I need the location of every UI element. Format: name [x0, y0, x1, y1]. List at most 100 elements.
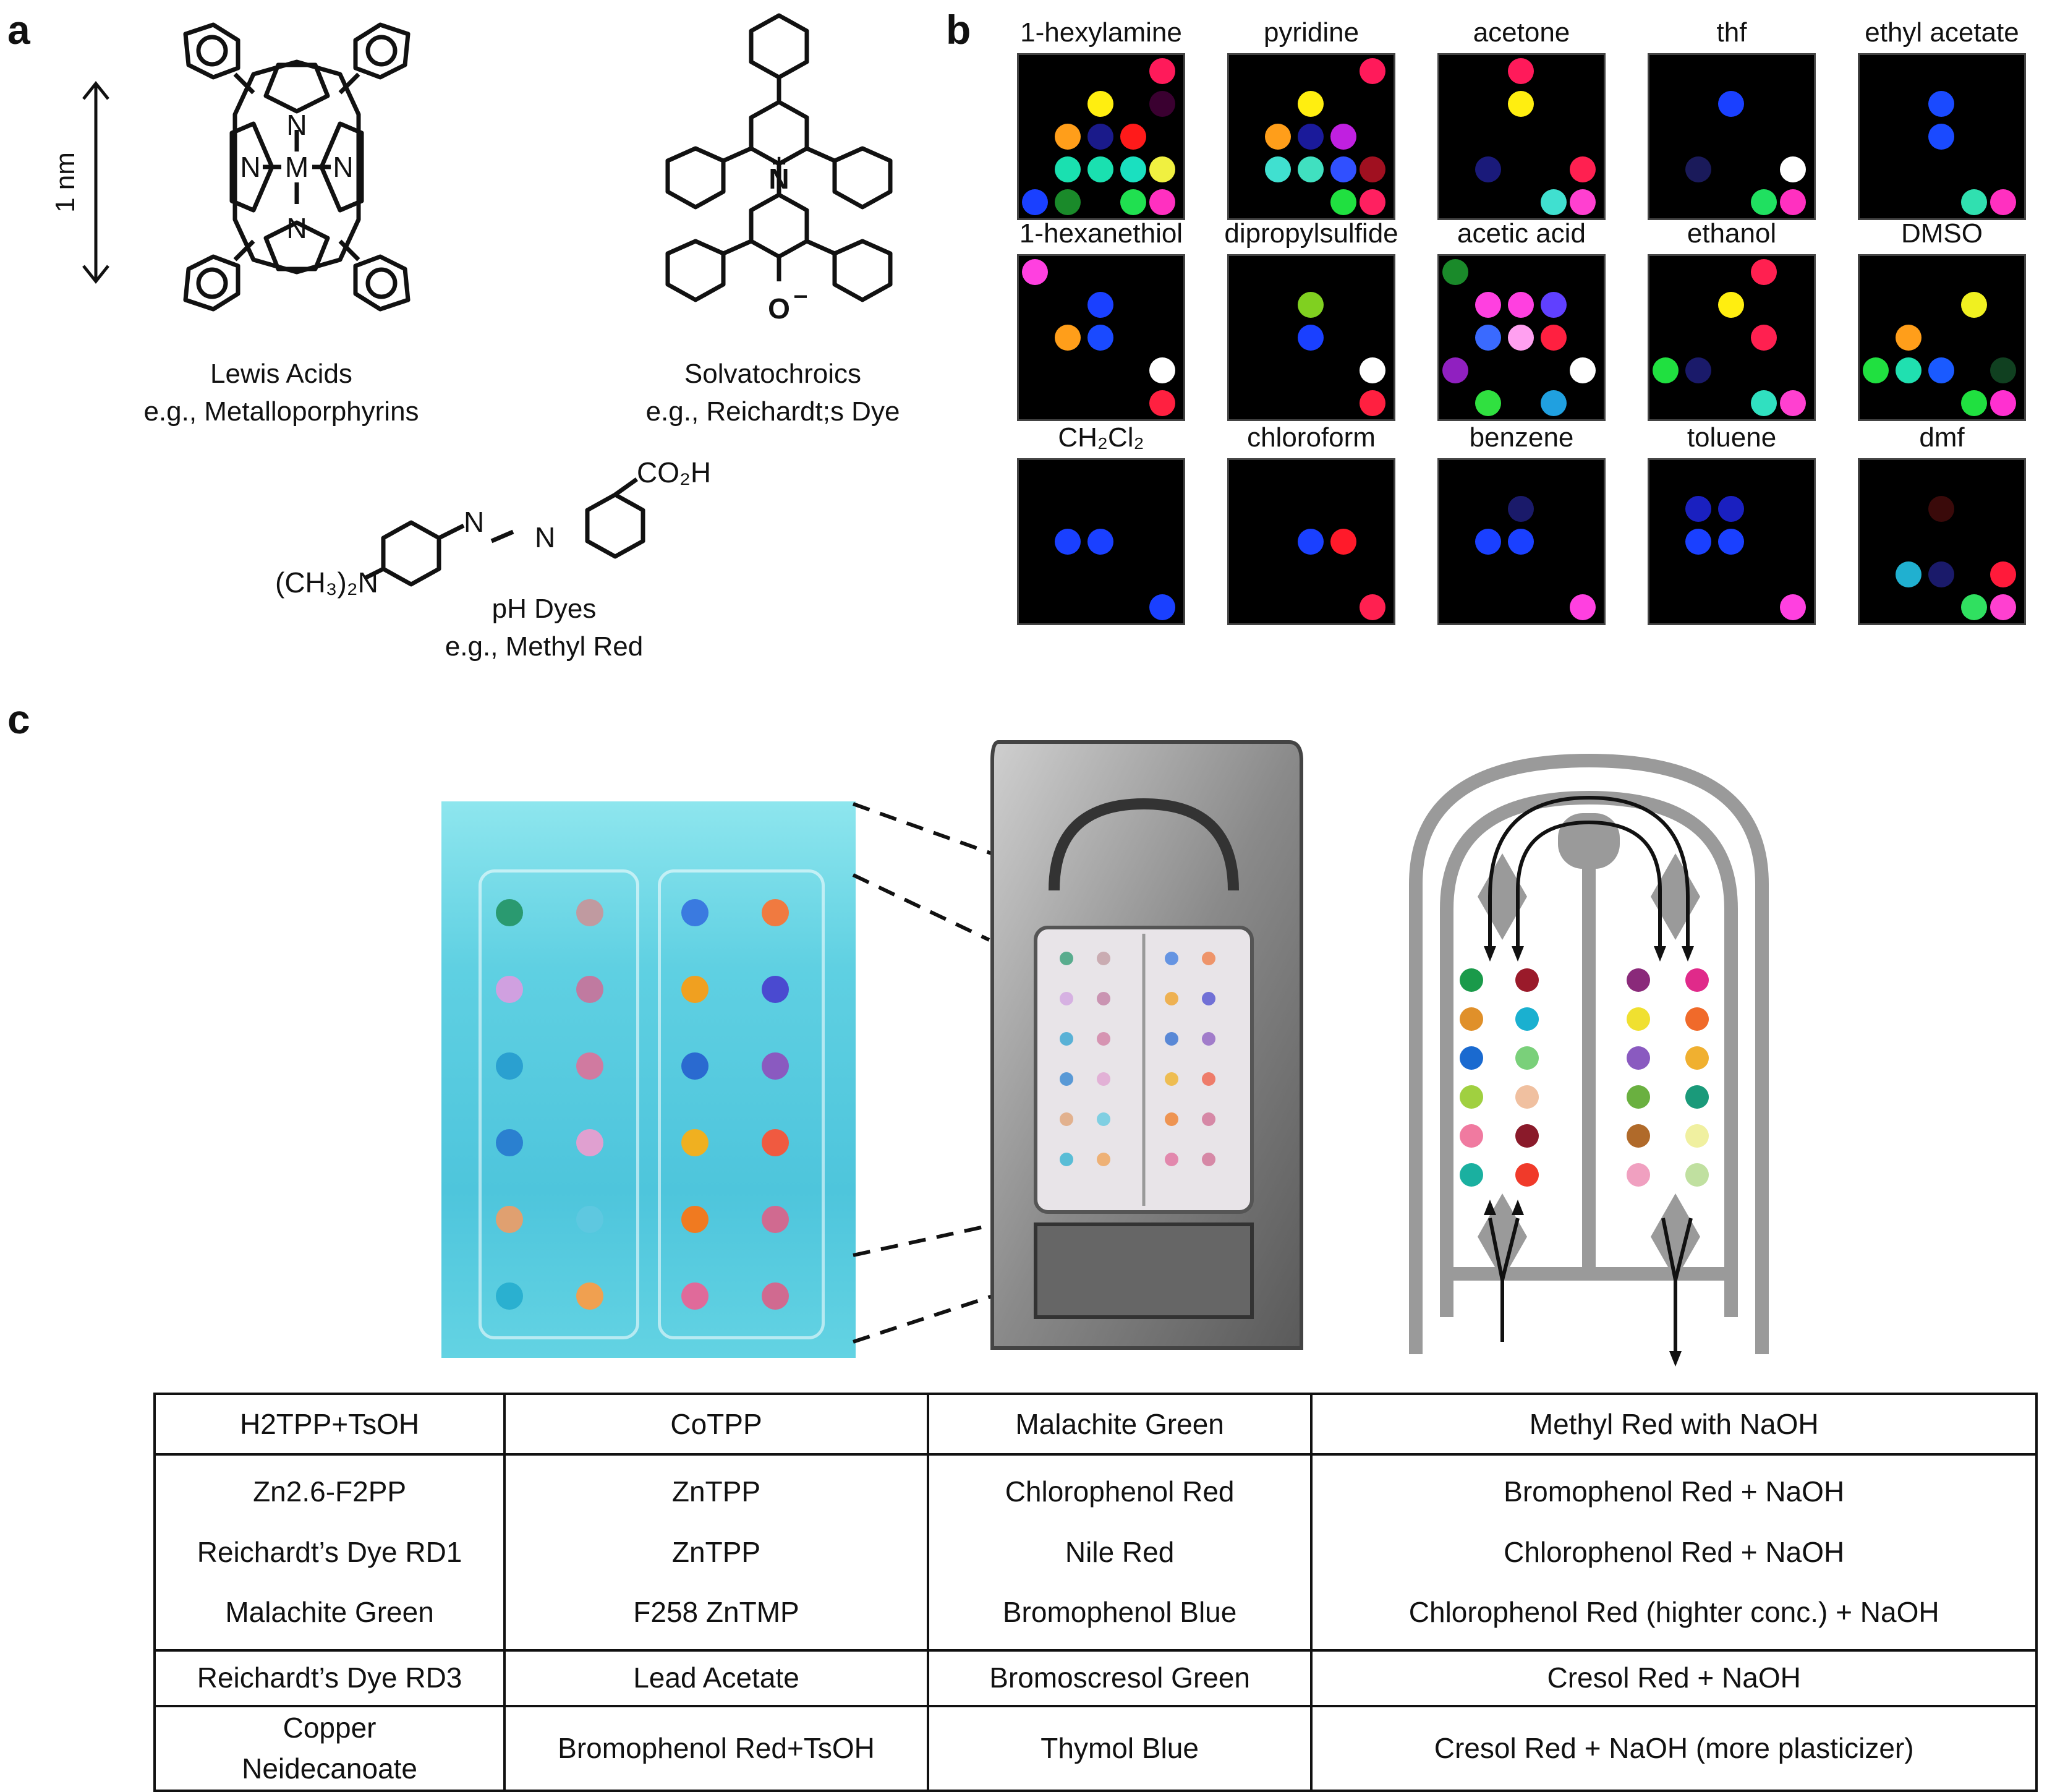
color-change-dot: [1120, 189, 1146, 215]
solvent-label: pyridine: [1263, 17, 1360, 48]
device-spot: [1202, 952, 1215, 965]
porphyrin-structure: N N N N M: [183, 22, 411, 312]
ph-dyes-line2: e.g., Methyl Red: [445, 631, 644, 662]
color-change-dot: [1685, 496, 1712, 523]
solvent-difference-map: [1858, 53, 2026, 220]
color-change-dot: [1298, 124, 1324, 150]
solvent-difference-map: [1227, 53, 1395, 220]
reichardt-plus: +: [772, 150, 786, 177]
color-change-dot: [1928, 496, 1954, 523]
color-change-dot: [1750, 189, 1777, 215]
color-change-dot: [1475, 390, 1502, 416]
color-change-dot: [1508, 529, 1534, 555]
color-change-dot: [1149, 91, 1176, 117]
color-change-dot: [1087, 124, 1113, 150]
solvent-difference-map: [1017, 53, 1185, 220]
color-change-dot: [1330, 189, 1356, 215]
color-change-dot: [1360, 390, 1386, 416]
color-change-dot: [1653, 357, 1679, 383]
table-cell-line: Lead Acetate: [633, 1662, 799, 1694]
table-cell: Cresol Red + NaOH (more plasticizer): [1310, 1704, 2038, 1792]
solvent-label: chloroform: [1247, 422, 1376, 453]
color-change-dot: [1149, 156, 1176, 182]
solvent-difference-map: [1227, 254, 1395, 421]
photo-spot: [496, 1052, 523, 1080]
color-change-dot: [1508, 58, 1534, 85]
solvent-label: dmf: [1919, 422, 1965, 453]
schematic-spot: [1515, 1163, 1539, 1187]
table-cell-line: Cresol Red + NaOH: [1547, 1662, 1801, 1694]
color-change-dot: [1928, 91, 1954, 117]
ph-dyes-line1: pH Dyes: [492, 594, 597, 624]
color-change-dot: [1087, 325, 1113, 351]
table-cell: Bromoscresol Green: [926, 1649, 1313, 1707]
color-change-dot: [1780, 594, 1807, 620]
photo-spot: [576, 1206, 603, 1233]
color-change-dot: [1718, 529, 1744, 555]
table-cell-line: Reichardt’s Dye RD1: [197, 1535, 462, 1568]
color-change-dot: [1990, 357, 2017, 383]
color-change-dot: [1896, 561, 1922, 587]
solvatochroics-line1: Solvatochroics: [684, 359, 862, 389]
schematic-spot: [1685, 1046, 1709, 1070]
device-spot: [1202, 1072, 1215, 1086]
photo-spot: [681, 899, 709, 926]
device-spot: [1060, 1153, 1073, 1166]
schematic-spot: [1627, 1124, 1650, 1148]
methyl-red-acid: CO₂H: [637, 456, 711, 489]
color-change-dot: [1055, 156, 1081, 182]
solvent-label: acetic acid: [1457, 218, 1586, 249]
color-change-dot: [1508, 325, 1534, 351]
photo-lane-left: [479, 869, 639, 1339]
solvent-difference-map: [1648, 53, 1816, 220]
color-change-dot: [1508, 91, 1534, 117]
photo-spot: [762, 976, 789, 1003]
table-cell-line: Chlorophenol Red: [1005, 1475, 1235, 1508]
color-change-dot: [1087, 91, 1113, 117]
solvent-label: benzene: [1469, 422, 1574, 453]
photo-spot: [681, 1206, 709, 1233]
solvent-difference-map: [1017, 254, 1185, 421]
color-change-dot: [1360, 594, 1386, 620]
photo-spot: [496, 1206, 523, 1233]
table-cell-line: Thymol Blue: [1041, 1731, 1199, 1764]
table-cell: H2TPP+TsOH: [153, 1393, 506, 1456]
color-change-dot: [1570, 189, 1596, 215]
color-change-dot: [1330, 124, 1356, 150]
table-cell-line: Reichardt’s Dye RD3: [197, 1662, 462, 1694]
photo-lane-right: [658, 869, 825, 1339]
color-change-dot: [1475, 292, 1502, 318]
schematic-spot: [1627, 968, 1650, 992]
color-change-dot: [1750, 259, 1777, 286]
color-change-dot: [1087, 156, 1113, 182]
color-change-dot: [1540, 390, 1567, 416]
solvent-label: ethyl acetate: [1865, 17, 2019, 48]
color-change-dot: [1780, 189, 1807, 215]
photo-spot: [681, 1129, 709, 1156]
color-change-dot: [1298, 156, 1324, 182]
porphyrin-n-top: N: [286, 109, 307, 141]
color-change-dot: [1896, 357, 1922, 383]
color-change-dot: [1055, 325, 1081, 351]
solvent-label: ethanol: [1687, 218, 1777, 249]
panel-letter-b: b: [946, 7, 971, 53]
color-change-dot: [1360, 58, 1386, 85]
solvent-difference-map: [1648, 458, 1816, 625]
lewis-acids-line1: Lewis Acids: [210, 359, 352, 389]
table-cell: Bromophenol Red+TsOH: [503, 1704, 929, 1792]
color-change-dot: [1442, 259, 1469, 286]
color-change-dot: [1896, 325, 1922, 351]
photo-spot: [496, 976, 523, 1003]
photo-spot: [762, 1282, 789, 1310]
table-cell-line: Nile Red: [1065, 1535, 1175, 1568]
table-cell-line: Malachite Green: [225, 1596, 434, 1629]
color-change-dot: [1475, 325, 1502, 351]
table-cell-line: Neidecanoate: [242, 1752, 418, 1785]
schematic-spot: [1685, 1163, 1709, 1187]
schematic-spot: [1627, 1007, 1650, 1031]
color-change-dot: [1718, 292, 1744, 318]
sensor-array-photo: [441, 801, 856, 1358]
color-change-dot: [1780, 156, 1807, 182]
methyl-red-amine: (CH₃)₂N: [275, 566, 378, 599]
